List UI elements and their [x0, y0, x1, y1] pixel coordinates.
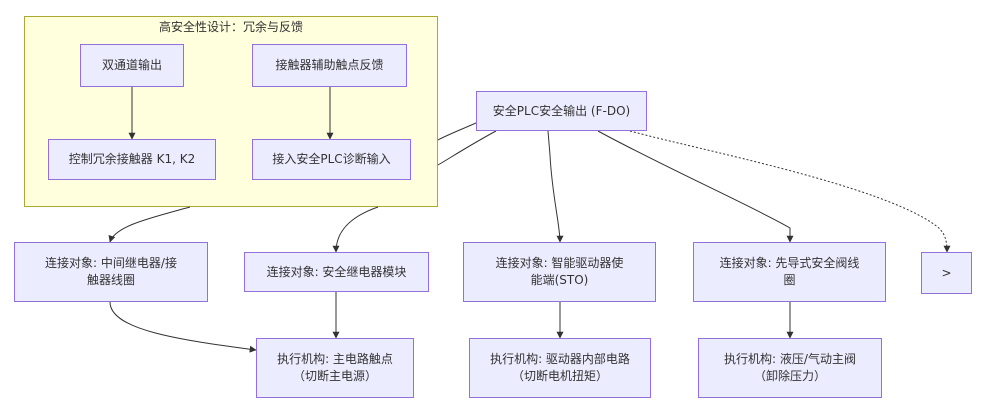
edge-plc-to-cluster-a [437, 122, 477, 141]
node-act-main-contact: 执行机构: 主电路触点（切断主电源） [256, 338, 414, 398]
edge-plc-to-obj-drive [547, 130, 564, 243]
node-obj-relay-coil-label: 连接对象: 中间继电器/接触器线圈 [45, 256, 177, 287]
node-plc-diag-input: 接入安全PLC诊断输入 [252, 139, 411, 180]
edge-plc-to-more [629, 130, 951, 253]
edge-plc-to-cluster-b [437, 130, 497, 166]
node-redundant-contactor: 控制冗余接触器 K1, K2 [48, 139, 216, 180]
node-redundant-contactor-label: 控制冗余接触器 K1, K2 [68, 152, 196, 166]
node-obj-safety-relay-label: 连接对象: 安全继电器模块 [266, 264, 407, 279]
edge-obj-relay-to-main-contact [109, 301, 257, 353]
edge-cluster-to-obj-safety-relay [332, 206, 379, 253]
cluster-title: 高安全性设计：冗余与反馈 [158, 20, 303, 34]
node-act-main-contact-label: 执行机构: 主电路触点（切断主电源） [277, 352, 393, 383]
node-act-hydraulic-valve: 执行机构: 液压/气动主阀（卸除压力） [698, 338, 882, 398]
node-obj-smart-drive-label: 连接对象: 智能驱动器使能端(STO) [495, 256, 624, 287]
node-more: > [921, 252, 972, 294]
node-contactor-aux-feedback-label: 接触器辅助触点反馈 [275, 58, 384, 72]
node-plc-diag-input-label: 接入安全PLC诊断输入 [272, 152, 391, 166]
node-obj-relay-coil: 连接对象: 中间继电器/接触器线圈 [14, 242, 208, 302]
edge-plc-to-obj-valve [597, 130, 794, 243]
node-obj-safety-valve: 连接对象: 先导式安全阀线圈 [693, 242, 886, 302]
node-act-drive-circuit: 执行机构: 驱动器内部电路（切断电机扭矩） [469, 338, 651, 398]
node-act-drive-circuit-label: 执行机构: 驱动器内部电路（切断电机扭矩） [490, 352, 630, 383]
node-obj-smart-drive: 连接对象: 智能驱动器使能端(STO) [463, 242, 656, 302]
node-safety-plc-output-label: 安全PLC安全输出 (F-DO) [492, 103, 631, 118]
node-dual-channel-label: 双通道输出 [101, 58, 162, 72]
node-safety-plc-output: 安全PLC安全输出 (F-DO) [476, 91, 647, 131]
edge-cluster-to-obj-relay [108, 206, 191, 243]
node-act-hydraulic-valve-label: 执行机构: 液压/气动主阀（卸除压力） [724, 352, 856, 383]
node-more-label: > [941, 265, 952, 280]
node-obj-safety-valve-label: 连接对象: 先导式安全阀线圈 [719, 256, 860, 287]
node-contactor-aux-feedback: 接触器辅助触点反馈 [252, 44, 407, 87]
node-obj-safety-relay: 连接对象: 安全继电器模块 [244, 252, 429, 292]
node-dual-channel: 双通道输出 [80, 44, 184, 87]
